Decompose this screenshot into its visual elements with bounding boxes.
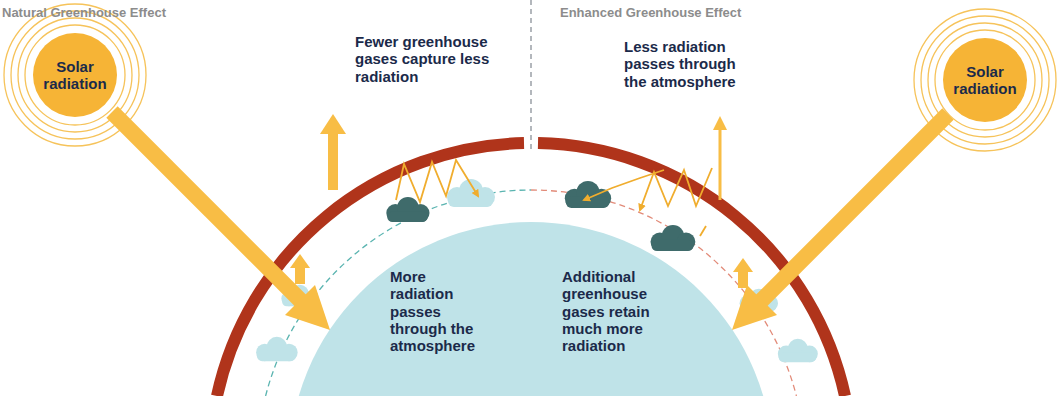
greenhouse-gas-cloud	[386, 181, 695, 251]
outgoing-arrow	[290, 114, 753, 288]
reflected-radiation	[584, 170, 664, 200]
sun-circle: Solar radiation	[943, 38, 1027, 122]
atmosphere-line	[531, 190, 796, 396]
annotation: Additional greenhouse gases retain much …	[562, 268, 666, 354]
panel-heading: Natural Greenhouse Effect	[2, 6, 166, 21]
annotation: Fewer greenhouse gases capture less radi…	[355, 33, 515, 85]
solar-arrow	[112, 112, 948, 330]
annotation: Less radiation passes through the atmosp…	[624, 38, 759, 90]
sun-label: Solar radiation	[949, 63, 1021, 98]
reflected-radiation	[700, 226, 706, 236]
sun-circle: Solar radiation	[33, 33, 117, 117]
divider	[530, 0, 532, 150]
sun-label: Solar radiation	[39, 58, 111, 93]
cloud	[256, 179, 818, 362]
panel-heading: Enhanced Greenhouse Effect	[560, 6, 741, 21]
reflected-radiation	[396, 160, 478, 202]
atmosphere-line	[266, 190, 531, 396]
annotation: More radiation passes through the atmosp…	[390, 268, 484, 354]
sun-rays	[4, 4, 1056, 151]
